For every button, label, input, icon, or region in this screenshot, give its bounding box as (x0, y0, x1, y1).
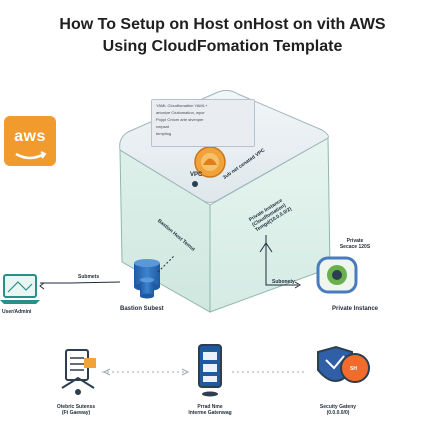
vpc-label: VPC (190, 172, 203, 178)
template-line-2: artonize Cealomation, wpor (156, 110, 205, 115)
diagram-title: How To Setup on Host onHost on vith AWS … (0, 14, 445, 58)
bastion-database-icon (134, 259, 160, 299)
internet-gateway-icon (61, 349, 96, 395)
arrow-head-up (259, 242, 273, 253)
nat-gateway-icon (198, 344, 222, 397)
aws-smile-icon (15, 151, 47, 160)
bottom-middle-caption: Prrad Nme Interme Gatenwag (180, 404, 240, 416)
title-line-1: How To Setup on Host onHost on vith AWS (59, 16, 386, 33)
bottom-left-line-1: Otebric Sutenss (56, 404, 96, 410)
user-laptop-icon (0, 274, 40, 304)
private-secace-label: Private Secace 120S (332, 238, 378, 250)
aws-logo-text: aws (14, 128, 46, 145)
aws-logo: aws (4, 116, 56, 166)
template-line-5: templiog (156, 131, 172, 136)
bastion-subnet-label: Bastion Subest (120, 306, 164, 312)
left-subnets-label: Submets (78, 274, 100, 280)
private-instance-label: Private Instance (332, 306, 379, 312)
bottom-icons-row (61, 344, 370, 397)
template-line-4: cmpsat (156, 124, 169, 129)
arrow-head-right (294, 281, 301, 289)
user-admin-label: User/Admini (2, 309, 32, 315)
cloudformation-gear-icon (194, 146, 226, 178)
subonety-label: Subonety (272, 279, 295, 285)
template-line-1: YAML Cloudfomation YAML+ (156, 103, 208, 108)
bottom-right-caption: Secuity Gateny (0.0.0.0/0) (308, 404, 368, 416)
subnet-to-instance-line (265, 235, 298, 286)
private-instance-network-icon (316, 256, 358, 294)
bottom-middle-line-1: Prrad Nme (197, 404, 223, 410)
title-line-2: Using CloudFomation Template (102, 38, 343, 55)
bottom-right-line-1: Secuity Gateny (319, 404, 357, 410)
bottom-left-caption: Otebric Sutenss (Ft Gaeway) (46, 404, 106, 416)
user-to-subnet-arrow (40, 281, 121, 284)
connector-lines (39, 235, 301, 290)
vpc-gear-icon (192, 181, 198, 187)
bottom-middle-line-2: Interme Gatenwag (188, 410, 232, 416)
template-line-3: Poppl Cntom arte stvenper (156, 117, 204, 122)
arrow-head-left (39, 282, 45, 290)
cloudformation-template-panel: YAML Cloudfomation YAML+ artonize Cealom… (151, 99, 255, 147)
bottom-left-line-2: (Ft Gaeway) (61, 410, 91, 416)
security-gateway-icon (317, 345, 370, 383)
private-secace-line-2: Secace 120S (339, 244, 371, 250)
bottom-right-line-2: (0.0.0.0/0) (326, 410, 350, 416)
db-to-host-line (157, 254, 176, 273)
private-secace-line-1: Private (346, 238, 364, 244)
sh-badge-text: SH (350, 366, 357, 372)
